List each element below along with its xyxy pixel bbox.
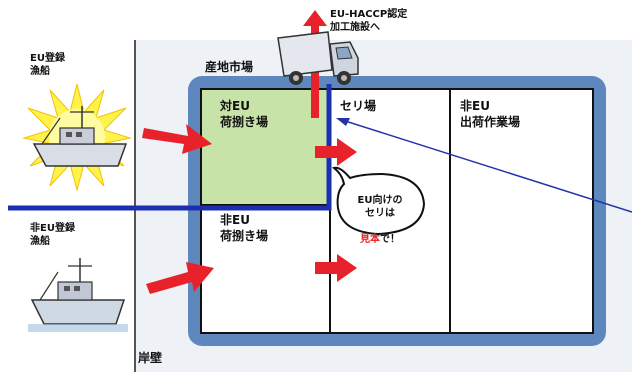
pointer-line [341, 119, 632, 213]
partition-left [329, 90, 331, 332]
arrow-icon [146, 262, 214, 294]
bubble-text: EU向けの セリは 見本で！ [344, 181, 416, 246]
bubble-emphasis: 見本 [360, 234, 380, 245]
partition-horizontal [202, 204, 329, 206]
eu-vessel-label: EU登録 漁船 [30, 53, 65, 77]
truck-icon [277, 31, 359, 85]
arrow-icon [142, 124, 212, 154]
bubble-line1: EU向けの セリは [357, 195, 403, 219]
partition-right [449, 90, 451, 332]
wharf-label: 岸壁 [138, 351, 163, 365]
auction-label: セリ場 [340, 99, 377, 113]
non-eu-landing-label: 非EU 荷捌き場 [220, 213, 269, 243]
fishing-boat-icon [32, 106, 128, 167]
eu-landing-zone [202, 90, 329, 204]
bubble-tail: で！ [380, 234, 400, 245]
non-eu-shipping-label: 非EU 出荷作業場 [460, 99, 521, 129]
boundary-polyline [8, 84, 332, 211]
market-label: 産地市場 [205, 60, 254, 74]
eu-landing-label: 対EU 荷捌き場 [220, 99, 269, 129]
non-eu-vessel-label: 非EU登録 漁船 [30, 223, 75, 247]
export-label: EU-HACCP認定 加工施設へ [330, 9, 408, 33]
fishing-boat-icon [28, 258, 128, 332]
speech-bubble-icon [331, 166, 426, 236]
pointer-head [336, 118, 350, 126]
arrow-icon [315, 254, 357, 282]
arrow-icon [315, 138, 357, 166]
